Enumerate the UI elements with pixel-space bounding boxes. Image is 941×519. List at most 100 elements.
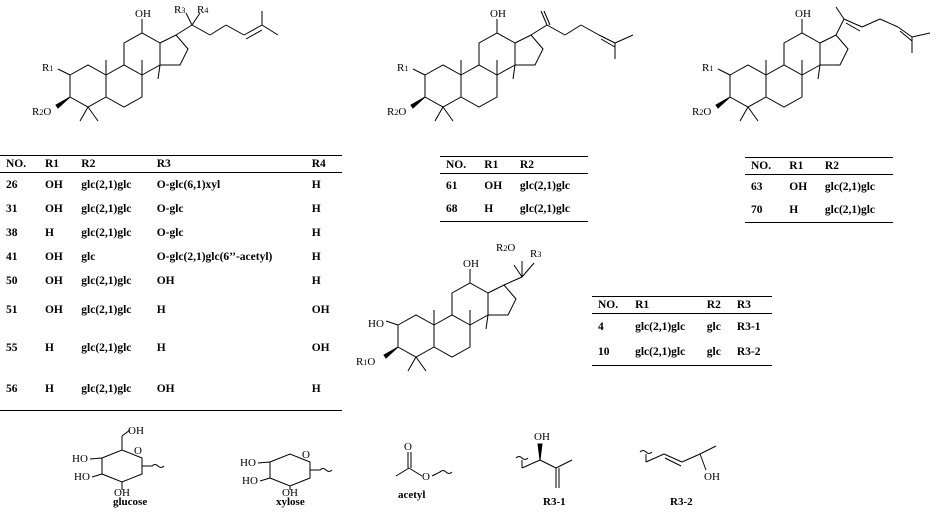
cell: H	[305, 368, 342, 411]
svg-text:OH: OH	[128, 425, 144, 437]
cell: OH	[44, 303, 63, 316]
acetyl-structure: O O	[390, 440, 470, 488]
col-no: NO.	[440, 156, 479, 174]
cell: OH	[484, 179, 503, 192]
svg-text:R2O: R2O	[32, 106, 51, 118]
cell: 50	[6, 274, 18, 287]
cell: 38	[6, 226, 18, 239]
col-r4: R4	[305, 155, 342, 173]
structure-4: OH R2O R3 HO R1O	[356, 242, 588, 395]
cell: O-glc(2,1)glc(6’’-acetyl)	[156, 250, 273, 263]
cell: OH	[44, 250, 63, 263]
structure-2: OH R1 R2O	[387, 5, 655, 145]
cell: H	[44, 226, 54, 239]
cell: 63	[751, 180, 763, 193]
svg-text:OH: OH	[704, 471, 720, 483]
structure-1: OH R3 R4 R1 R2O	[32, 4, 300, 145]
cell: H	[44, 341, 54, 354]
svg-text:R2O: R2O	[692, 106, 711, 118]
cell: H	[311, 178, 321, 191]
svg-text:R2O: R2O	[387, 106, 406, 118]
label-r3-2: R3-2	[670, 496, 693, 508]
col-r1: R1	[783, 157, 819, 175]
svg-text:R1: R1	[702, 62, 713, 74]
cell: O-glc(6,1)xyl	[156, 178, 221, 191]
cell: glc	[81, 250, 96, 263]
cell: OH	[44, 274, 63, 287]
cell: glc(2,1)glc	[81, 274, 132, 287]
atom-oh: OH	[135, 8, 151, 20]
svg-text:R1O: R1O	[356, 356, 375, 368]
svg-text:R4: R4	[197, 4, 208, 16]
label-glucose: glucose	[113, 496, 148, 508]
svg-text:HO: HO	[368, 318, 384, 330]
svg-text:O: O	[302, 449, 310, 461]
cell: glc	[706, 320, 721, 333]
svg-text:HO: HO	[240, 457, 256, 469]
table-header-row: NO. R1 R2 R3	[592, 296, 772, 314]
cell: OH	[44, 178, 63, 191]
cell: 31	[6, 202, 18, 215]
cell: 61	[446, 179, 458, 192]
svg-text:OH: OH	[795, 8, 811, 20]
cell: glc(2,1)glc	[81, 202, 132, 215]
svg-text:R2O: R2O	[496, 242, 515, 254]
col-no: NO.	[0, 155, 39, 173]
cell: 55	[6, 341, 18, 354]
label-acetyl: acetyl	[398, 489, 426, 501]
svg-text:OH: OH	[463, 258, 479, 270]
cell: glc(2,1)glc	[81, 178, 132, 191]
cell: O-glc	[156, 202, 184, 215]
cell: OH	[44, 202, 63, 215]
svg-text:R1: R1	[42, 62, 53, 74]
svg-text:R3: R3	[174, 4, 185, 16]
cell: glc(2,1)glc	[629, 339, 701, 366]
col-r2: R2	[818, 157, 893, 175]
cell: 70	[745, 198, 784, 223]
table-header-row: NO. R1 R2 R3 R4	[0, 155, 342, 173]
cell: OH	[311, 341, 330, 354]
col-r3: R3	[150, 155, 306, 173]
cell: 68	[440, 197, 479, 222]
svg-text:HO: HO	[74, 471, 90, 483]
cell: glc(2,1)glc	[75, 368, 151, 411]
r3-2-structure: OH	[630, 430, 740, 498]
col-r1: R1	[478, 156, 514, 174]
cell: glc(2,1)glc	[81, 341, 132, 354]
cell: H	[311, 226, 321, 239]
table-header-row: NO. R1 R2	[745, 157, 893, 175]
cell: H	[311, 250, 321, 263]
glucose-structure: OH HO HO OH O	[72, 425, 192, 499]
col-r2: R2	[700, 296, 731, 314]
svg-text:OH: OH	[490, 8, 506, 20]
xylose-structure: O HO HO OH	[240, 448, 350, 499]
cell: 26	[6, 178, 18, 191]
col-r3: R3	[730, 296, 772, 314]
cell: H	[38, 368, 76, 411]
cell: H	[311, 274, 321, 287]
cell: OH	[789, 180, 808, 193]
cell: R3-1	[736, 320, 761, 333]
structure-3: OH R1 R2O	[692, 5, 940, 145]
col-r2: R2	[513, 156, 588, 174]
cell: 51	[6, 303, 18, 316]
cell: 41	[6, 250, 18, 263]
cell: glc(2,1)glc	[635, 320, 686, 333]
cell: 4	[598, 320, 604, 333]
col-r1: R1	[38, 155, 76, 173]
cell: H	[156, 341, 166, 354]
svg-text:OH: OH	[534, 431, 550, 443]
table-header-row: NO. R1 R2	[440, 156, 588, 174]
r3-1-structure: OH	[510, 430, 610, 498]
